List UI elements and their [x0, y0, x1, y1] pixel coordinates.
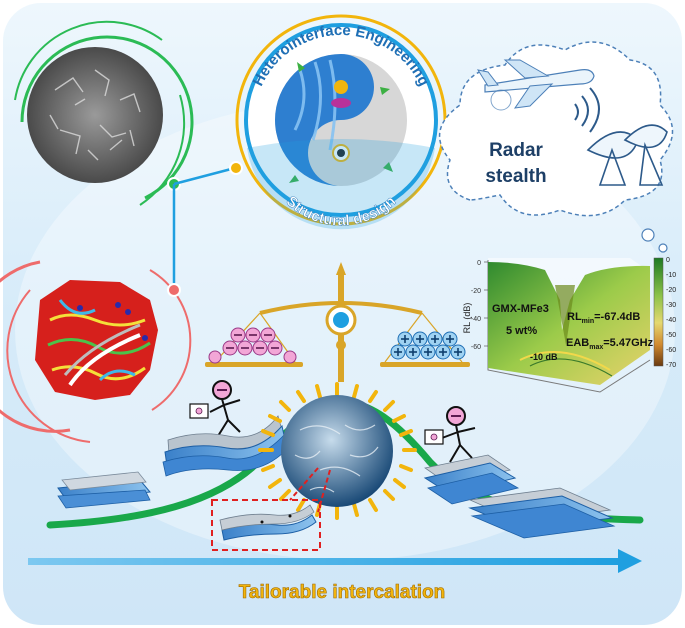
stick-figure-left-icon: [189, 380, 241, 437]
rl-3d-plot: 0 -20 -40 -60 RL (dB) GMX-MFe3 5 wt% RLm…: [462, 257, 676, 393]
zoom-indicator: [211, 467, 331, 551]
colorbar-tick: 0: [666, 257, 670, 264]
z-tick: -40: [471, 316, 481, 323]
colorbar-tick: -70: [666, 362, 676, 369]
colorbar-tick: -20: [666, 287, 676, 294]
colorbar-tick: -60: [666, 347, 676, 354]
loading-label: 5 wt%: [506, 325, 537, 337]
field-simulation-map: [35, 280, 158, 400]
colorbar-ticks: 0 -10 -20 -30 -40 -50 -60 -70: [666, 257, 676, 369]
sem-image-group: [14, 20, 194, 206]
connector-dot-gold: [229, 161, 243, 175]
z-axis-label: RL (dB): [462, 303, 472, 334]
z-tick: -60: [471, 344, 481, 351]
signal-waves-icon: [574, 87, 600, 133]
rl-min-label: RLmin=-67.4dB: [567, 311, 640, 325]
radar-cloud-group: Radar stealth: [438, 41, 674, 253]
stealth-label: stealth: [485, 166, 546, 187]
contour-label: -10 dB: [530, 352, 558, 362]
z-tick: 0: [477, 260, 481, 267]
field-simulation-group: [0, 260, 192, 443]
eab-max-label: EABmax=5.47GHz: [566, 337, 654, 351]
layered-sheets-right: [423, 454, 616, 539]
contour-line: [519, 351, 611, 371]
airplane-icon: [476, 59, 595, 111]
arrow-icon: [297, 62, 305, 72]
positive-charges: [390, 331, 466, 360]
sample-label: GMX-MFe3: [492, 303, 549, 315]
colorbar-tick: -40: [666, 317, 676, 324]
connector-dot-red: [167, 283, 181, 297]
colorbar-tick: -50: [666, 332, 676, 339]
arrow-icon: [383, 162, 393, 172]
colorbar-tick: -30: [666, 302, 676, 309]
connector-to-center: [173, 166, 236, 186]
sem-micrograph: [27, 47, 163, 183]
molecule-icon: [331, 98, 351, 108]
negative-charges: [208, 327, 297, 364]
z-tick: -20: [471, 288, 481, 295]
bottom-caption: Tailorable intercalation: [239, 582, 446, 603]
intercalation-arrow: [28, 549, 642, 573]
arrow-icon: [380, 87, 390, 95]
radar-label: Radar: [489, 140, 543, 161]
arrow-icon: [289, 175, 299, 183]
nanosphere: [258, 382, 417, 520]
satellite-dish-icon: [586, 124, 668, 186]
layered-sheets-left: [57, 471, 151, 509]
stick-figure-right-icon: [424, 406, 476, 463]
colorbar-tick: -10: [666, 272, 676, 279]
colorbar: [653, 257, 664, 367]
